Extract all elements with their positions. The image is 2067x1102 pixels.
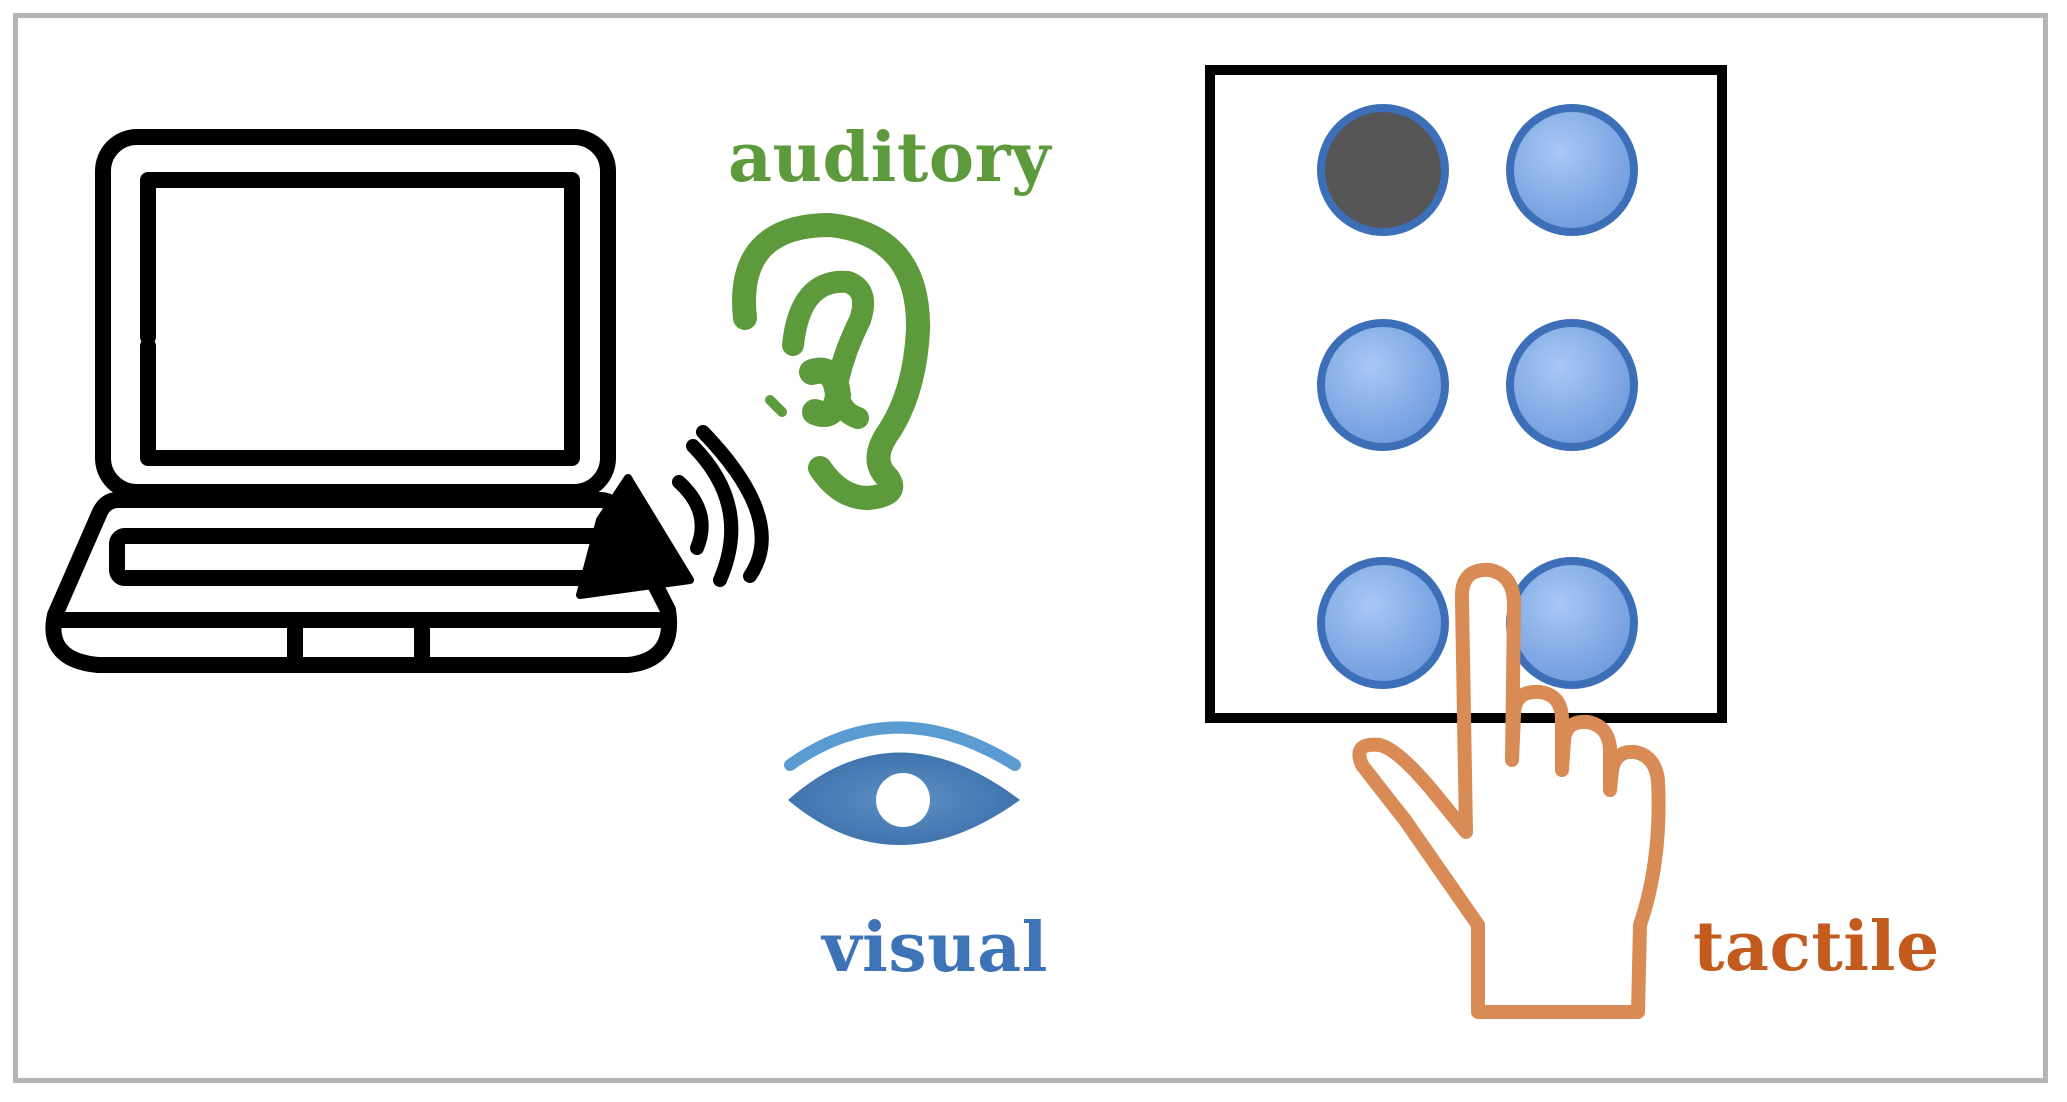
pointing-hand-icon: [1352, 562, 1666, 1019]
visual-label: visual: [822, 908, 1048, 988]
braille-dot-1: [1317, 104, 1449, 236]
sound-waves-icon: [672, 425, 769, 587]
braille-dot-3: [1317, 557, 1449, 689]
eye-icon: [784, 721, 1021, 845]
braille-dot-2: [1317, 319, 1449, 451]
braille-dot-6: [1506, 557, 1638, 689]
braille-dot-5: [1506, 319, 1638, 451]
auditory-label: auditory: [728, 118, 1051, 198]
tactile-label: tactile: [1693, 907, 1940, 987]
braille-dot-4: [1506, 104, 1638, 236]
ear-icon: [732, 213, 931, 510]
laptop-icon: [45, 129, 678, 673]
speaker-icon: [576, 474, 694, 599]
